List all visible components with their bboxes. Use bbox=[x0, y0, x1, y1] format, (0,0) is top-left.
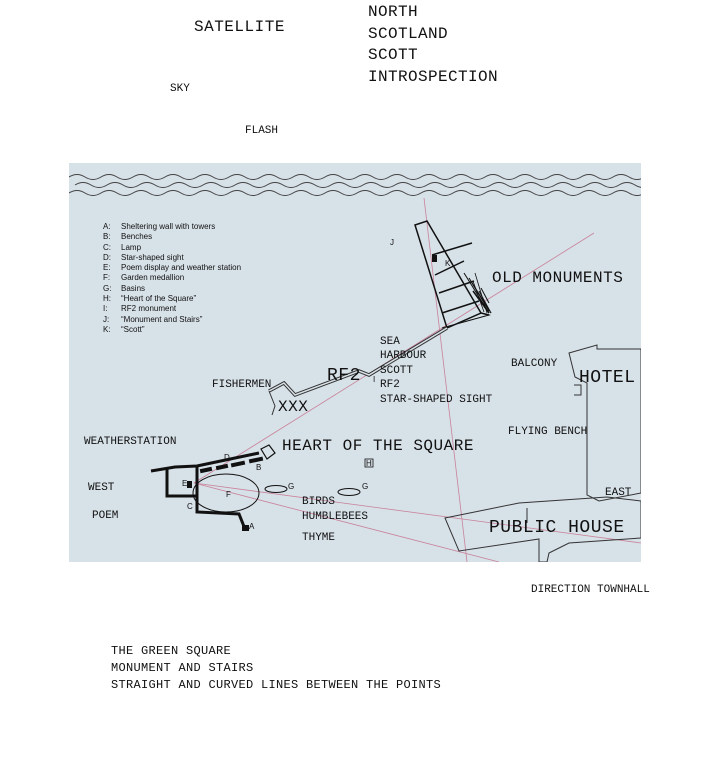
legend-row: B:Benches bbox=[103, 232, 153, 242]
flying-bench-label: FLYING BENCH bbox=[508, 426, 588, 438]
rf2-small-label: RF2 bbox=[380, 379, 400, 391]
legend-row: F:Garden medallion bbox=[103, 273, 185, 283]
map-legend: A:Sheltering wall with towers B:Benches … bbox=[103, 222, 241, 335]
pier-detail bbox=[432, 255, 437, 262]
legend-row: J:“Monument and Stairs” bbox=[103, 314, 203, 324]
star-sight-label: STAR-SHAPED SIGHT bbox=[380, 394, 493, 406]
footer-line: STRAIGHT AND CURVED LINES BETWEEN THE PO… bbox=[111, 678, 442, 692]
public-house-building bbox=[444, 496, 641, 562]
point-a: A bbox=[249, 522, 255, 531]
point-k: K bbox=[445, 259, 451, 268]
xxx-label: XXX bbox=[278, 398, 309, 416]
point-f: F bbox=[226, 490, 231, 499]
footer-text: THE GREEN SQUARE MONUMENT AND STAIRS STR… bbox=[111, 643, 441, 694]
harbour-label: HARBOUR bbox=[380, 350, 427, 362]
title-line: INTROSPECTION bbox=[368, 67, 499, 86]
benches bbox=[199, 456, 264, 474]
legend-row: K:“Scott” bbox=[103, 324, 145, 334]
east-label: EAST bbox=[605, 487, 632, 499]
old-monuments-label: OLD MONUMENTS bbox=[492, 269, 624, 287]
direction-label: DIRECTION TOWNHALL bbox=[531, 584, 650, 596]
weatherstation-label: WEATHERSTATION bbox=[84, 436, 177, 448]
sheltering-wall bbox=[150, 451, 260, 530]
legend-row: G:Basins bbox=[103, 283, 146, 293]
heart-label: HEART OF THE SQUARE bbox=[282, 437, 474, 455]
hotel-building bbox=[568, 344, 641, 502]
west-label: WEST bbox=[88, 482, 115, 494]
sky-label: SKY bbox=[170, 83, 190, 95]
fishermen-label: FISHERMEN bbox=[212, 379, 272, 391]
poem-label: POEM bbox=[92, 510, 119, 522]
rf2-big-label: RF2 bbox=[327, 366, 361, 386]
title-line: NORTH bbox=[368, 3, 419, 21]
point-j: J bbox=[390, 238, 394, 247]
legend-row: H:“Heart of the Square” bbox=[103, 294, 197, 304]
point-i: I bbox=[373, 375, 376, 384]
title-block: NORTH SCOTLAND SCOTT INTROSPECTION bbox=[368, 2, 498, 88]
point-d: D bbox=[224, 453, 230, 462]
humblebees-label: HUMBLEBEES bbox=[302, 511, 369, 523]
birds-label: BIRDS bbox=[302, 496, 336, 508]
pier-structure bbox=[414, 220, 492, 330]
legend-row: E:Poem display and weather station bbox=[103, 263, 242, 273]
satellite-label: SATELLITE bbox=[194, 18, 285, 36]
point-g: G bbox=[362, 482, 369, 491]
scott-label: SCOTT bbox=[380, 365, 414, 377]
legend-row: C:Lamp bbox=[103, 242, 142, 252]
point-h: H bbox=[366, 459, 372, 468]
legend-row: A:Sheltering wall with towers bbox=[103, 222, 216, 231]
sea-label: SEA bbox=[380, 336, 400, 348]
map-drawing bbox=[69, 174, 641, 562]
legend-row: I:RF2 monument bbox=[103, 304, 177, 314]
hotel-label: HOTEL bbox=[579, 368, 636, 388]
footer-line: THE GREEN SQUARE bbox=[111, 644, 232, 658]
sea-waves bbox=[69, 174, 641, 196]
point-e: E bbox=[182, 479, 188, 488]
title-line: SCOTT bbox=[368, 46, 419, 64]
balcony-label: BALCONY bbox=[511, 358, 558, 370]
footer-line: MONUMENT AND STAIRS bbox=[111, 661, 254, 675]
point-b: B bbox=[256, 463, 262, 472]
public-house-label: PUBLIC HOUSE bbox=[489, 518, 625, 538]
legend-row: D:Star-shaped sight bbox=[103, 252, 184, 262]
title-line: SCOTLAND bbox=[368, 24, 449, 43]
site-map: A:Sheltering wall with towers B:Benches … bbox=[69, 163, 641, 562]
flash-label: FLASH bbox=[245, 125, 279, 137]
thyme-label: THYME bbox=[302, 532, 336, 544]
point-c: C bbox=[187, 502, 193, 511]
point-g: G bbox=[288, 482, 295, 491]
